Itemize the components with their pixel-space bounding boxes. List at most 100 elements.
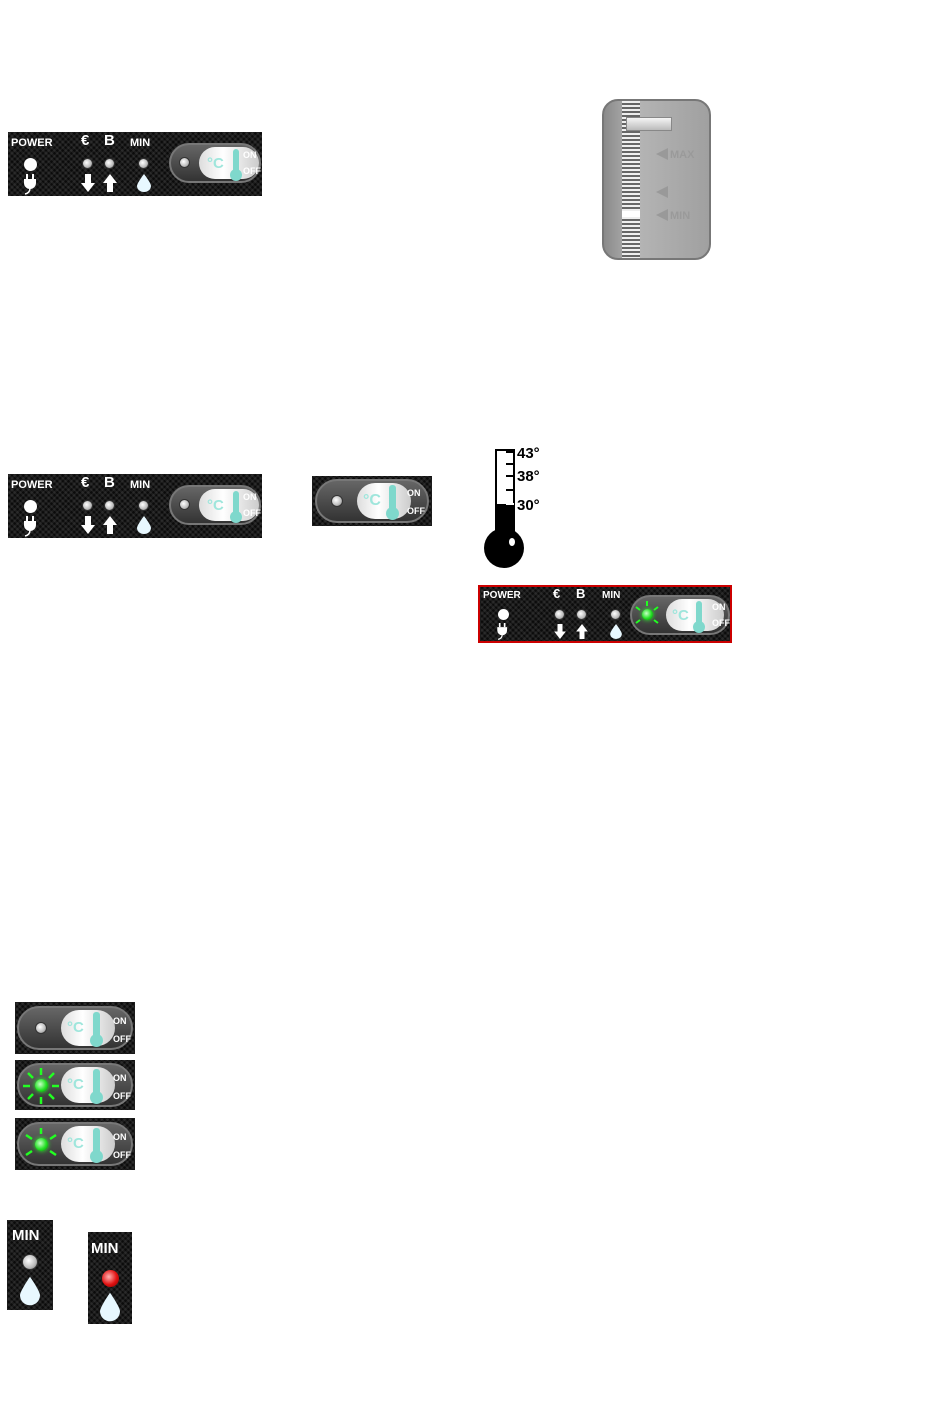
thermometer-bulb-icon — [90, 1091, 103, 1104]
heater-led — [642, 609, 653, 620]
off-label: OFF — [243, 508, 261, 518]
min-label: MIN — [12, 1228, 40, 1243]
switch-state-off: °C ON OFF — [15, 1002, 135, 1054]
on-label: ON — [407, 488, 421, 498]
min-marker-icon — [656, 209, 668, 221]
min-led — [22, 1254, 38, 1270]
temp-label-30: 30° — [517, 497, 540, 514]
on-label: ON — [243, 492, 257, 502]
max-label: MAX — [670, 149, 694, 161]
min-led — [138, 500, 149, 511]
water-drop-icon — [20, 1276, 40, 1306]
arrow-down-icon — [81, 174, 95, 192]
thermometer-bulb-icon — [90, 1150, 103, 1163]
switch-state-on: °C ON OFF — [15, 1118, 135, 1170]
min-led — [610, 609, 621, 620]
heater-switch-closeup: °C ON OFF — [312, 476, 432, 526]
on-label: ON — [113, 1132, 127, 1142]
euro-led — [82, 158, 93, 169]
max-marker-icon — [656, 148, 668, 160]
thermometer-bulb-icon — [230, 511, 242, 523]
heater-switch[interactable]: °C ON OFF — [17, 1006, 133, 1050]
heater-switch[interactable]: °C ON OFF — [17, 1122, 133, 1166]
euro-led — [554, 609, 565, 620]
min-label: MIN — [130, 138, 150, 149]
thermometer-bulb-icon — [90, 1034, 103, 1047]
temp-unit: °C — [67, 1135, 84, 1152]
arrow-up-icon — [576, 624, 588, 639]
temp-label-38: 38° — [517, 468, 540, 485]
min-indicator-off: MIN — [7, 1220, 53, 1310]
off-label: OFF — [113, 1150, 131, 1160]
heater-switch[interactable]: °C ON OFF — [315, 479, 429, 523]
arrow-up-icon — [103, 516, 117, 534]
water-level-gauge: MAX MIN — [602, 99, 711, 260]
b-label: B — [576, 587, 585, 600]
min-led — [138, 158, 149, 169]
arrow-down-icon — [81, 516, 95, 534]
b-led — [104, 500, 115, 511]
heater-switch[interactable]: °C ON OFF — [630, 595, 730, 635]
power-label: POWER — [11, 138, 53, 149]
water-drop-icon — [610, 624, 622, 639]
min-label: MIN — [130, 480, 150, 491]
b-led — [576, 609, 587, 620]
heater-switch[interactable]: °C ON OFF — [17, 1063, 133, 1107]
heater-led — [179, 157, 190, 168]
off-label: OFF — [712, 618, 730, 628]
power-label: POWER — [483, 591, 521, 601]
min-label: MIN — [91, 1241, 119, 1256]
thermometer-bulb-icon — [693, 621, 705, 633]
heater-switch[interactable]: °C ON OFF — [169, 143, 261, 183]
on-label: ON — [712, 602, 726, 612]
bulb-highlight — [509, 538, 515, 546]
b-label: B — [104, 133, 115, 148]
off-label: OFF — [407, 506, 425, 516]
temp-label-43: 43° — [517, 445, 540, 462]
arrow-down-icon — [554, 624, 566, 639]
euro-led — [82, 500, 93, 511]
min-indicator-on: MIN — [88, 1232, 132, 1324]
water-drop-icon — [137, 516, 151, 534]
on-label: ON — [113, 1016, 127, 1026]
water-surface — [622, 211, 640, 217]
power-label: POWER — [11, 480, 53, 491]
temp-unit: °C — [363, 492, 381, 510]
euro-label: € — [81, 133, 89, 148]
off-label: OFF — [243, 166, 261, 176]
on-label: ON — [113, 1073, 127, 1083]
arrow-up-icon — [103, 174, 117, 192]
temp-unit: °C — [67, 1076, 84, 1093]
control-panel-2: POWER € B MIN °C ON OFF — [8, 474, 262, 538]
heater-led — [35, 1138, 48, 1151]
switch-state-blinking: °C ON OFF — [15, 1060, 135, 1110]
b-label: B — [104, 475, 115, 490]
off-label: OFF — [113, 1034, 131, 1044]
water-drop-icon — [100, 1292, 120, 1322]
control-panel-heating: POWER € B MIN °C ON OFF — [478, 585, 732, 643]
heater-led — [35, 1022, 47, 1034]
gauge-float — [626, 117, 672, 131]
heater-switch[interactable]: °C ON OFF — [169, 485, 261, 525]
thermometer-bulb-icon — [230, 169, 242, 181]
thermometer-bulb-icon — [386, 507, 399, 520]
power-led — [24, 158, 37, 171]
temp-unit: °C — [207, 155, 224, 172]
heater-led — [179, 499, 190, 510]
plug-icon — [494, 623, 512, 641]
min-led — [102, 1270, 119, 1287]
heater-led — [331, 495, 343, 507]
water-drop-icon — [137, 174, 151, 192]
euro-label: € — [553, 587, 560, 600]
control-panel-1: POWER € B MIN °C ON OFF — [8, 132, 262, 196]
mid-marker-icon — [656, 186, 668, 198]
min-label: MIN — [602, 591, 620, 601]
on-label: ON — [243, 150, 257, 160]
plug-icon — [20, 516, 42, 538]
temp-unit: °C — [67, 1019, 84, 1036]
b-led — [104, 158, 115, 169]
power-led — [24, 500, 37, 513]
temp-unit: °C — [207, 497, 224, 514]
power-led — [498, 609, 509, 620]
off-label: OFF — [113, 1091, 131, 1101]
